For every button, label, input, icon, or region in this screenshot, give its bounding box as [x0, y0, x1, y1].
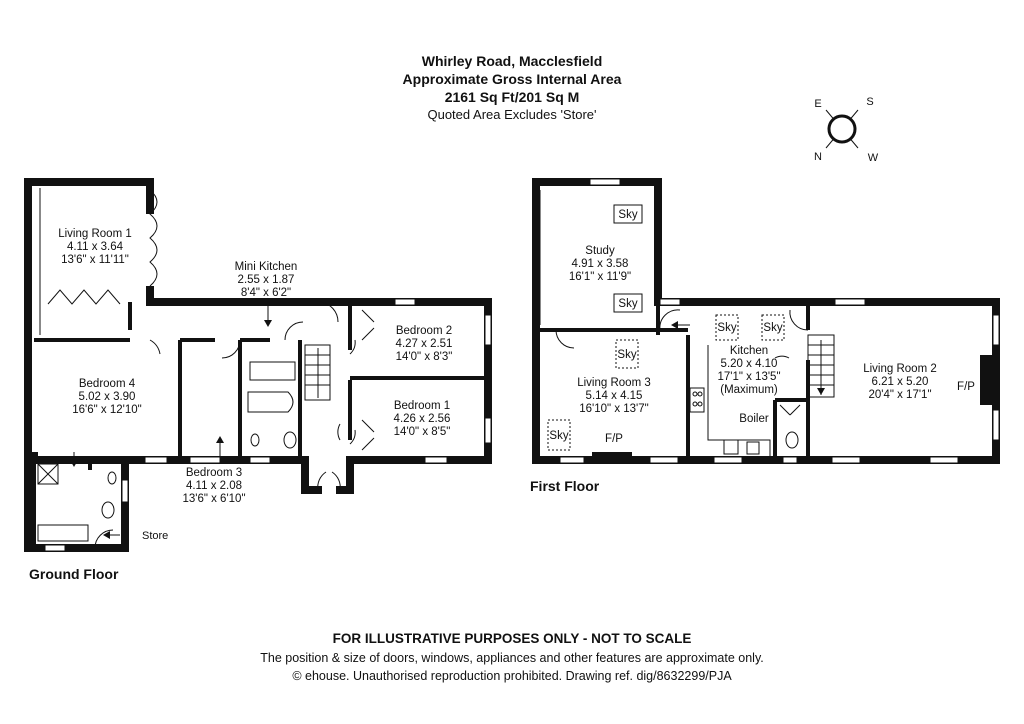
living-room-1-metric: 4.11 x 3.64 [67, 241, 124, 253]
compass-s: S [866, 96, 873, 108]
bedroom-1-metric: 4.26 x 2.56 [394, 413, 451, 425]
area-value: 2161 Sq Ft/201 Sq M [444, 89, 580, 105]
study-skylight-1-label: Sky [618, 209, 637, 221]
compass-e: E [814, 98, 821, 110]
kitchen-skylight-1-label: Sky [717, 322, 736, 334]
living-room-2-metric: 6.21 x 5.20 [872, 376, 929, 388]
bedroom-3-name: Bedroom 3 [186, 467, 242, 479]
living-room-3-imperial: 16'10" x 13'7" [579, 403, 648, 415]
bedroom-2-imperial: 14'0" x 8'3" [396, 351, 453, 363]
living-room-2-imperial: 20'4" x 17'1" [868, 389, 931, 401]
bedroom-2-metric: 4.27 x 2.51 [396, 338, 453, 350]
ground-floor-plan [24, 178, 492, 552]
mini-kitchen-imperial: 8'4" x 6'2" [241, 287, 291, 299]
kitchen-skylight-2-label: Sky [763, 322, 782, 334]
bedroom-4-name: Bedroom 4 [79, 378, 136, 390]
bedroom-1-imperial: 14'0" x 8'5" [394, 426, 451, 438]
study-skylight-2-label: Sky [618, 298, 637, 310]
bedroom-4-metric: 5.02 x 3.90 [79, 391, 136, 403]
compass-icon: E S N W [814, 96, 879, 164]
living-room-3-name: Living Room 3 [577, 377, 651, 389]
bedroom-2-name: Bedroom 2 [396, 325, 452, 337]
first-floor-plan [532, 178, 1000, 464]
copyright-note: © ehouse. Unauthorised reproduction proh… [292, 669, 732, 683]
area-title: Approximate Gross Internal Area [402, 71, 622, 87]
store-label: Store [142, 530, 168, 542]
property-address: Whirley Road, Macclesfield [421, 53, 603, 69]
disclaimer-title: FOR ILLUSTRATIVE PURPOSES ONLY - NOT TO … [332, 631, 692, 646]
study-name: Study [585, 245, 615, 257]
first-floor-label: First Floor [530, 478, 600, 494]
area-note: Quoted Area Excludes 'Store' [427, 107, 597, 122]
kitchen-imperial: 17'1" x 13'5" [717, 371, 780, 383]
living-3-skylight-2-label: Sky [549, 430, 568, 442]
disclaimer-note: The position & size of doors, windows, a… [260, 651, 764, 665]
bedroom-1-name: Bedroom 1 [394, 400, 450, 412]
living-2-fireplace-label: F/P [957, 381, 975, 393]
kitchen-note: (Maximum) [720, 384, 778, 396]
kitchen-metric: 5.20 x 4.10 [721, 358, 778, 370]
bedroom-3-imperial: 13'6" x 6'10" [182, 493, 245, 505]
living-room-1-imperial: 13'6" x 11'11" [61, 254, 129, 266]
study-imperial: 16'1" x 11'9" [569, 271, 631, 283]
compass-n: N [814, 151, 822, 163]
bedroom-4-imperial: 16'6" x 12'10" [72, 404, 141, 416]
compass-w: W [868, 152, 879, 164]
living-room-1-name: Living Room 1 [58, 228, 132, 240]
kitchen-name: Kitchen [730, 345, 768, 357]
mini-kitchen-name: Mini Kitchen [235, 261, 298, 273]
ground-floor-label: Ground Floor [29, 566, 119, 582]
study-metric: 4.91 x 3.58 [572, 258, 629, 270]
mini-kitchen-metric: 2.55 x 1.87 [238, 274, 295, 286]
boiler-label: Boiler [739, 413, 769, 425]
living-3-skylight-1-label: Sky [617, 349, 636, 361]
living-room-2-name: Living Room 2 [863, 363, 937, 375]
bedroom-3-metric: 4.11 x 2.08 [186, 480, 242, 492]
living-room-3-metric: 5.14 x 4.15 [586, 390, 643, 402]
living-3-fireplace-label: F/P [605, 433, 623, 445]
